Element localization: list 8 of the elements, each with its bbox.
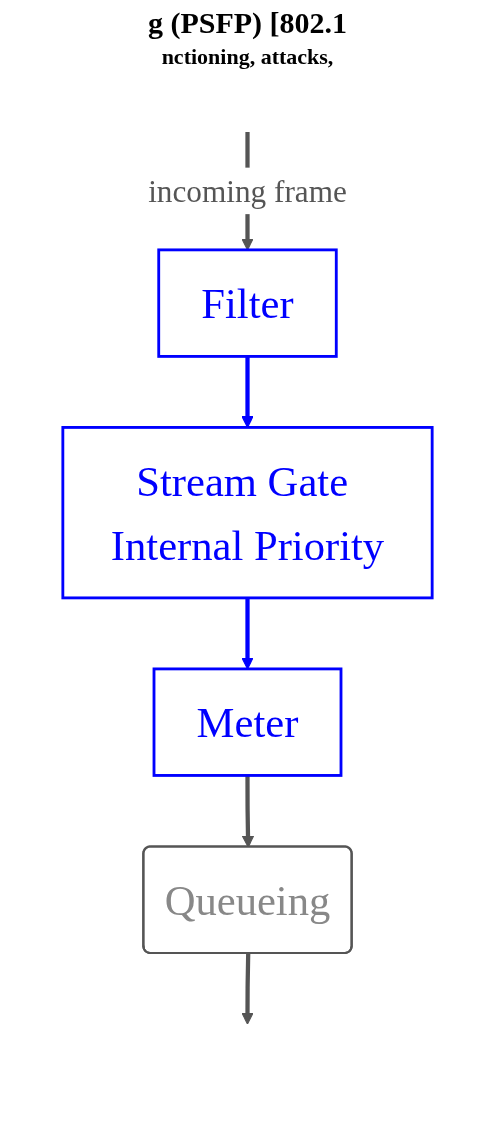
node-box: Meter	[152, 667, 343, 777]
title: g (PSFP) [802.1	[146, 6, 349, 40]
node-box: Stream Gate Internal Priority	[61, 426, 434, 600]
arrow	[241, 953, 254, 1025]
edge-label: incoming frame	[148, 173, 347, 209]
arrow	[241, 356, 254, 428]
subtitle-text: nctioning, attacks,	[160, 44, 335, 70]
node-box: Filter	[157, 248, 338, 358]
